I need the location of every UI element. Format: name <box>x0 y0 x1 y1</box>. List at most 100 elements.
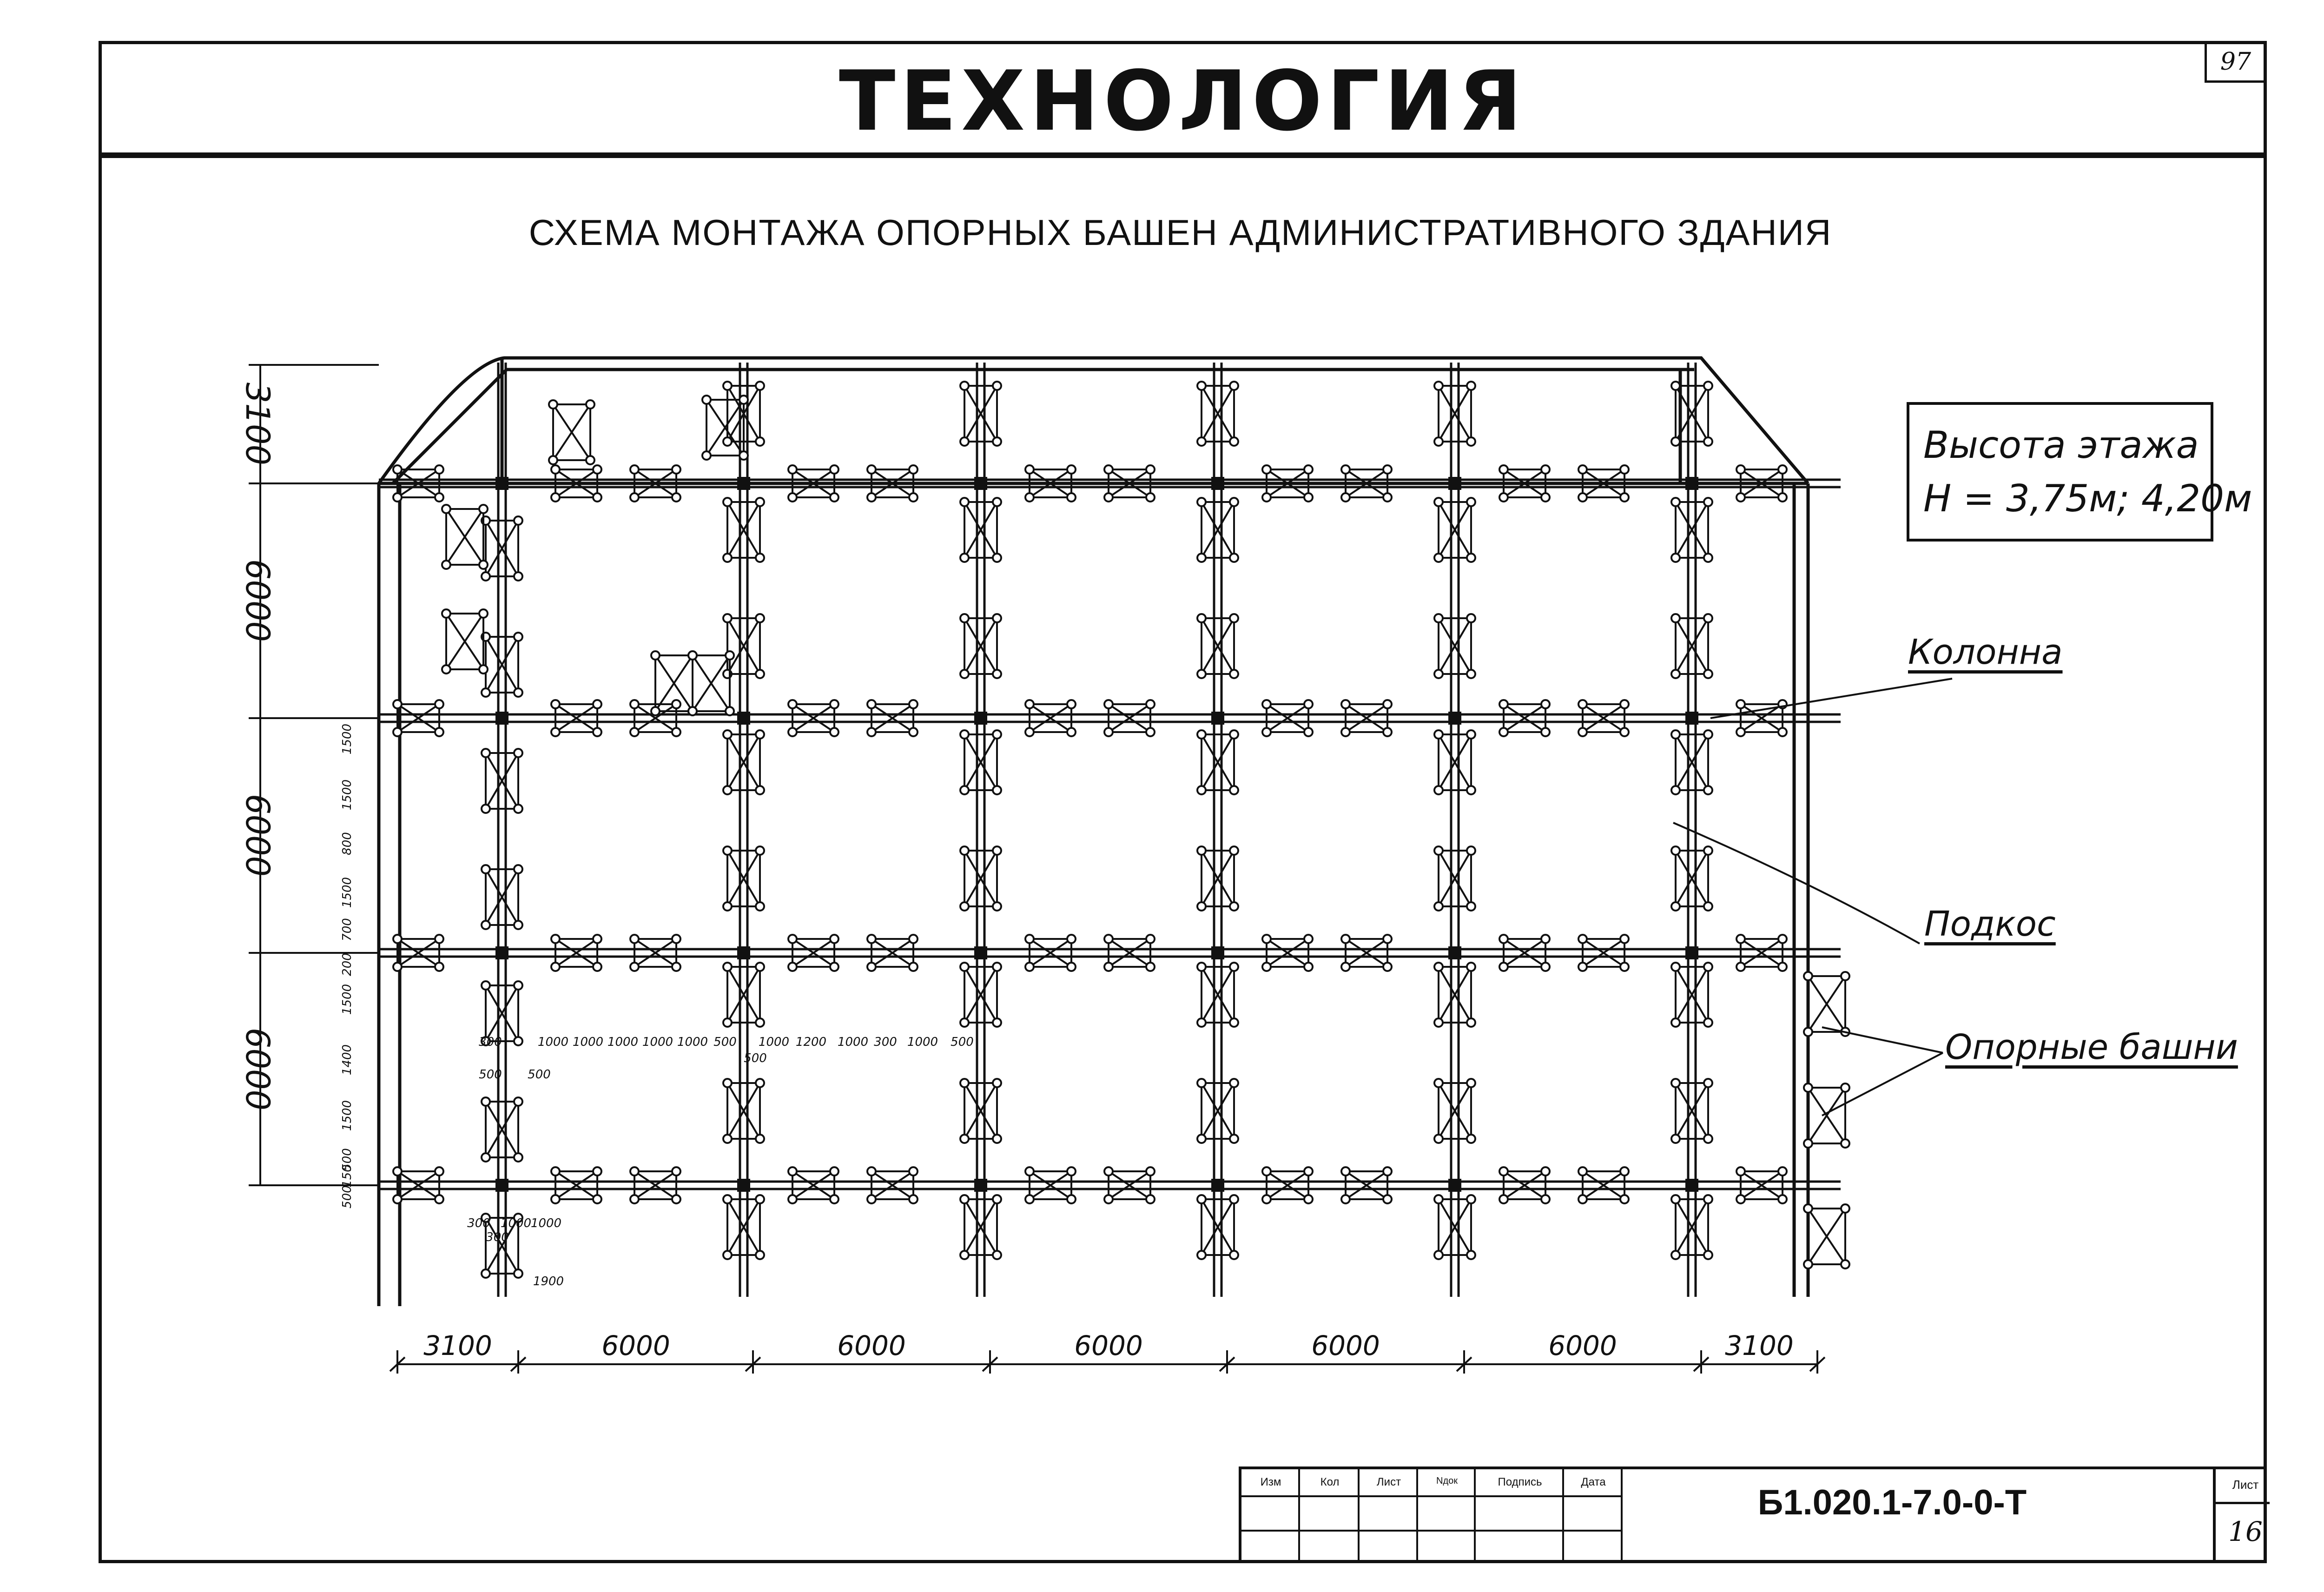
tower-post <box>1736 727 1746 737</box>
tower-brace <box>964 501 998 559</box>
tower-post <box>1433 613 1444 623</box>
tower-brace <box>792 703 835 733</box>
tower-brace <box>1108 938 1151 968</box>
support-tower <box>1196 962 1239 1028</box>
tower-post <box>1703 962 1713 972</box>
tower-brace <box>726 1082 761 1140</box>
tower-frame <box>1108 1170 1151 1200</box>
dim-tick <box>982 1356 998 1372</box>
tower-post <box>992 729 1002 740</box>
tower-brace <box>1503 938 1546 968</box>
dim-text-small: 500 <box>340 1185 354 1209</box>
tower-brace <box>634 1170 677 1200</box>
tower-frame <box>792 703 835 733</box>
tower-post <box>1261 699 1272 709</box>
tower-post <box>1619 1166 1630 1176</box>
tower-post <box>1303 464 1314 475</box>
leader-lines <box>1673 678 1953 1116</box>
tower-brace <box>1807 975 1846 1033</box>
tower-post <box>481 1036 491 1046</box>
dim-text-small: 150 <box>340 1164 354 1188</box>
tower-post <box>1670 962 1681 972</box>
tower-brace <box>792 938 835 968</box>
tower-post <box>1103 699 1114 709</box>
tower-post <box>959 553 970 563</box>
tower-frame <box>1029 938 1072 968</box>
tower-frame <box>1675 501 1709 559</box>
tower-post <box>866 962 877 972</box>
tower-frame <box>1503 469 1546 498</box>
tower-frame <box>1266 469 1309 498</box>
dim-tick <box>1693 1356 1710 1372</box>
tower-post <box>1703 613 1713 623</box>
tower-post <box>629 934 640 944</box>
tower-post <box>959 381 970 391</box>
tower-post <box>513 1152 523 1163</box>
tower-brace <box>1582 469 1625 498</box>
tower-frame <box>445 508 484 566</box>
tower-post <box>992 1134 1002 1144</box>
tower-post <box>1499 934 1509 944</box>
tower-post <box>992 497 1002 507</box>
tower-brace <box>706 399 745 456</box>
tower-brace <box>1675 850 1709 907</box>
tower-brace <box>692 654 731 712</box>
column-mark <box>1211 946 1224 959</box>
tower-post <box>1433 962 1444 972</box>
support-tower <box>1103 699 1155 737</box>
tower-post <box>755 436 765 447</box>
tower-post <box>1540 934 1551 944</box>
tower-post <box>959 962 970 972</box>
tower-post <box>701 450 712 461</box>
tower-post <box>1736 962 1746 972</box>
tower-post <box>722 553 733 563</box>
tower-post <box>1466 1078 1476 1088</box>
tower-post <box>1540 1166 1551 1176</box>
support-tower <box>629 699 681 737</box>
tower-post <box>1024 1166 1035 1176</box>
tower-post <box>1703 901 1713 912</box>
tower-post <box>1703 436 1713 447</box>
tower-post <box>1736 492 1746 502</box>
tower-post <box>866 492 877 502</box>
tower-post <box>829 1166 839 1176</box>
support-tower <box>787 934 839 972</box>
tower-brace <box>1675 1198 1709 1256</box>
tower-post <box>1024 727 1035 737</box>
tower-post <box>550 1194 561 1204</box>
tower-post <box>392 699 403 709</box>
tower-post <box>1433 1250 1444 1260</box>
dim-text-bottom: 3100 <box>423 1330 492 1361</box>
tower-post <box>671 1166 681 1176</box>
support-tower <box>1340 699 1393 737</box>
tower-brace <box>396 703 440 733</box>
tower-post <box>829 962 839 972</box>
tower-post <box>1670 1250 1681 1260</box>
tower-post <box>1261 1194 1272 1204</box>
tower-post <box>629 1194 640 1204</box>
support-tower <box>959 1078 1002 1144</box>
tower-post <box>1578 1166 1588 1176</box>
tower-post <box>1303 962 1314 972</box>
tower-frame <box>1266 703 1309 733</box>
tower-post <box>1433 497 1444 507</box>
tower-post <box>513 920 523 930</box>
tower-post <box>1803 1083 1813 1093</box>
tower-post <box>1703 381 1713 391</box>
tower-post <box>550 464 561 475</box>
tower-frame <box>1029 1170 1072 1200</box>
tower-post <box>1433 381 1444 391</box>
tower-brace <box>1029 703 1072 733</box>
tower-post <box>1103 934 1114 944</box>
tower-frame <box>1438 617 1472 675</box>
tower-post <box>392 1166 403 1176</box>
tower-frame <box>1675 850 1709 907</box>
tower-post <box>1540 492 1551 502</box>
tower-post <box>1540 464 1551 475</box>
tower-post <box>1619 934 1630 944</box>
tower-post <box>392 962 403 972</box>
support-tower <box>959 962 1002 1028</box>
tower-brace <box>1675 1082 1709 1140</box>
support-tower <box>1736 934 1788 972</box>
